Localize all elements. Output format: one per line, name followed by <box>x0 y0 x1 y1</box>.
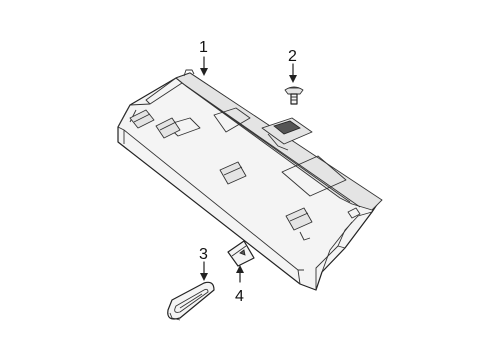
callout-1-leader <box>200 56 208 76</box>
callout-4-leader <box>236 265 244 283</box>
tray-slot-left <box>129 109 155 129</box>
tray-slot-right <box>285 207 313 231</box>
seat-belt-guide-bezel-icon <box>167 281 215 321</box>
tray-slot-center <box>219 161 247 185</box>
package-tray-shelf-icon <box>117 69 383 291</box>
mounting-bracket-icon <box>227 240 255 267</box>
tray-slot-center-left <box>155 117 181 139</box>
callout-4-label: 4 <box>235 288 244 305</box>
callout-3-label: 3 <box>199 246 208 263</box>
callout-2-label: 2 <box>288 48 297 65</box>
callout-1-label: 1 <box>199 39 208 56</box>
callout-2-leader <box>289 63 297 83</box>
push-pin-clip-icon <box>284 86 304 105</box>
callout-3-leader <box>200 261 208 281</box>
